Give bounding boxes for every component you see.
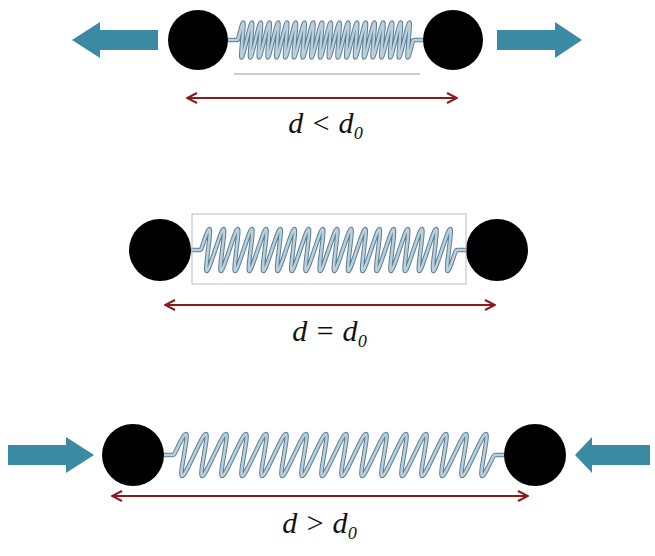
spring-coil xyxy=(191,229,466,271)
force-arrow xyxy=(575,437,650,473)
mass-ball xyxy=(466,219,528,281)
dimension-line xyxy=(165,304,495,306)
spring-outline xyxy=(228,22,423,57)
mass-ball xyxy=(504,424,566,486)
spring-coil xyxy=(164,434,504,476)
dimension-line xyxy=(187,97,457,99)
mass-ball xyxy=(129,219,191,281)
spring-coil xyxy=(228,22,423,57)
dimension-line xyxy=(112,495,528,497)
dimension-label: d < d₀ xyxy=(288,106,364,140)
dimension-label: d > d₀ xyxy=(282,506,358,540)
springs xyxy=(164,22,504,476)
force-arrow xyxy=(72,22,158,58)
spring-outline xyxy=(164,434,504,476)
spring-outline xyxy=(191,229,466,271)
force-arrow xyxy=(8,437,94,473)
mass-ball xyxy=(102,424,164,486)
dimension-label: d = d₀ xyxy=(292,314,368,348)
guide-line xyxy=(234,74,420,75)
guide-box xyxy=(192,214,466,284)
force-arrow xyxy=(497,22,582,58)
mass-ball xyxy=(423,10,483,70)
mass-ball xyxy=(168,10,228,70)
